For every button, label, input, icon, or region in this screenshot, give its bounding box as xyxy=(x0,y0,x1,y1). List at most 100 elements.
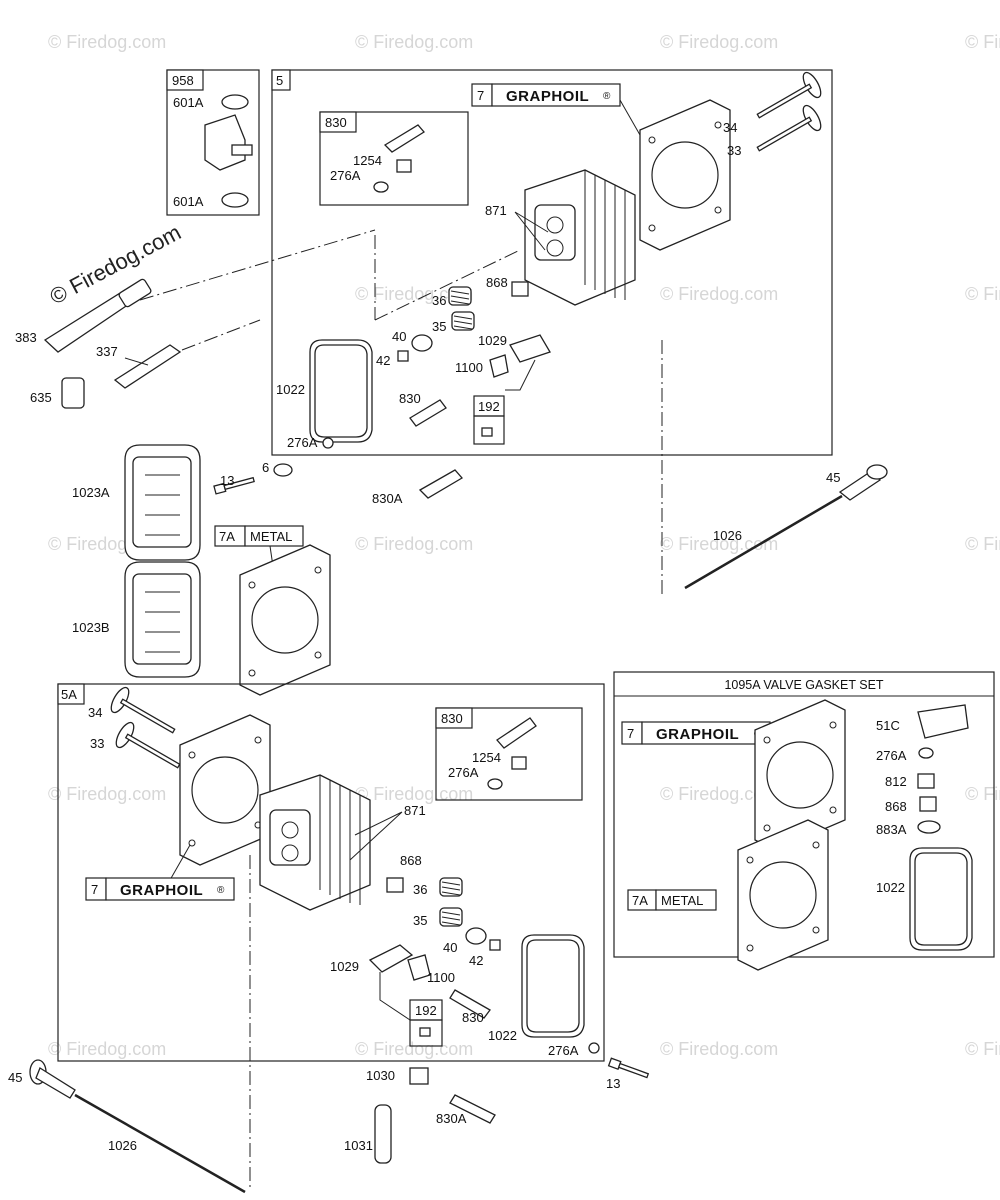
label-1030: 1030 xyxy=(366,1068,395,1083)
watermark: © Firedog.com xyxy=(965,534,1000,554)
left-loose-parts: 383 337 635 1023A 1023B 13 6 830A 7A MET… xyxy=(15,229,464,696)
rocker-arm-icon xyxy=(368,944,414,973)
label-337: 337 xyxy=(96,344,118,359)
label-13: 13 xyxy=(606,1076,620,1091)
label-6: 6 xyxy=(262,460,269,475)
box-958: 958 601A 601A xyxy=(166,69,260,216)
label-1023b: 1023B xyxy=(72,620,110,635)
valve-cover-gasket-icon xyxy=(309,339,373,443)
graphoil-num: 7 xyxy=(477,88,484,103)
group-5a: 5A 34 33 7 GRAPHOIL ® 871 830 1254 276A … xyxy=(57,683,605,1190)
valve-cover-icon xyxy=(124,444,201,561)
label-1031: 1031 xyxy=(344,1138,373,1153)
label-33: 33 xyxy=(90,736,104,751)
collet-icon xyxy=(397,350,409,362)
rocker-stud-icon xyxy=(407,954,431,981)
watermark: © Firedog.com xyxy=(48,784,166,804)
gasket-set-1095a: 1095A VALVE GASKET SET 7 GRAPHOIL ® 7A M… xyxy=(613,671,995,971)
label-35: 35 xyxy=(413,913,427,928)
label-45: 45 xyxy=(826,470,840,485)
label-1026: 1026 xyxy=(108,1138,137,1153)
pushrod-top: 45 1026 xyxy=(684,464,888,590)
breather-tube-icon xyxy=(418,469,464,499)
intake-gasket-icon xyxy=(917,704,969,739)
watermark: © Firedog.com xyxy=(355,534,473,554)
label-276a-kit: 276A xyxy=(330,168,361,183)
watermark: © Firedog.com xyxy=(48,32,166,52)
washer-icon xyxy=(918,747,934,759)
plug-icon xyxy=(396,159,412,173)
retainer-icon xyxy=(411,334,433,352)
spark-plug-boot-icon xyxy=(61,377,85,409)
breather-fitting-icon xyxy=(449,1094,496,1124)
label-36: 36 xyxy=(413,882,427,897)
box-192: 192 xyxy=(478,399,500,414)
valve-cover-gasket-icon xyxy=(521,934,585,1038)
label-830: 830 xyxy=(462,1010,484,1025)
screw-icon xyxy=(419,1027,431,1037)
spark-plug-icon xyxy=(113,344,182,389)
kit-830-num: 830 xyxy=(441,711,463,726)
svg-text:®: ® xyxy=(217,885,225,896)
valve-cover-gasket-icon xyxy=(909,847,973,951)
label-40: 40 xyxy=(443,940,457,955)
graphoil-head-gasket-icon xyxy=(639,99,731,251)
gasket-ring-icon xyxy=(917,820,941,834)
watermark: © Firedog.com xyxy=(965,784,1000,804)
label-34: 34 xyxy=(723,120,737,135)
label-42: 42 xyxy=(469,953,483,968)
watermark: © Firedog.com xyxy=(355,1039,473,1059)
label-34: 34 xyxy=(88,705,102,720)
label-383: 383 xyxy=(15,330,37,345)
metal-head-gasket-icon xyxy=(239,544,331,696)
valve-seal-icon xyxy=(386,877,404,893)
label-1029: 1029 xyxy=(478,333,507,348)
o-ring-icon xyxy=(588,1042,600,1054)
tappet-icon xyxy=(838,471,882,501)
label-830a: 830A xyxy=(436,1111,467,1126)
watermark: © Firedog.com xyxy=(48,1039,166,1059)
cylinder-head-icon xyxy=(259,774,371,911)
box-192: 192 xyxy=(415,1003,437,1018)
valve-spring-icon xyxy=(439,907,463,927)
label-13: 13 xyxy=(220,473,234,488)
hose-clamp-icon xyxy=(221,94,249,110)
label-1254: 1254 xyxy=(353,153,382,168)
label-42: 42 xyxy=(376,353,390,368)
graphoil-num: 7 xyxy=(91,882,98,897)
fuel-shutoff-valve-icon xyxy=(204,114,246,171)
breather-fitting-icon xyxy=(449,989,491,1019)
watermark: © Firedog.com xyxy=(355,32,473,52)
group-5a-id: 5A xyxy=(61,687,77,702)
label-276a: 276A xyxy=(548,1043,579,1058)
metal-gasket-num: 7A xyxy=(219,529,235,544)
label-1029: 1029 xyxy=(330,959,359,974)
screw-icon xyxy=(481,427,493,437)
label-1100: 1100 xyxy=(427,970,455,985)
label-812: 812 xyxy=(885,774,907,789)
label-871: 871 xyxy=(404,803,426,818)
o-ring-icon xyxy=(322,437,334,449)
label-601a-bottom: 601A xyxy=(173,194,204,209)
guide-plate-icon xyxy=(409,1067,429,1085)
collet-icon xyxy=(489,939,501,951)
breather-fitting-icon xyxy=(409,399,447,427)
label-276a: 276A xyxy=(876,748,907,763)
label-35: 35 xyxy=(432,319,446,334)
label-276a-kit: 276A xyxy=(448,765,479,780)
metal-gasket-num: 7A xyxy=(632,893,648,908)
watermark: © Firedog.com xyxy=(660,32,778,52)
label-276a: 276A xyxy=(287,435,318,450)
label-868: 868 xyxy=(400,853,422,868)
plug-icon xyxy=(511,756,527,770)
metal-gasket-label: METAL xyxy=(661,893,703,908)
bottom-loose-parts: 45 1026 1030 830A 1031 13 xyxy=(8,1057,650,1194)
label-1022: 1022 xyxy=(276,382,305,397)
label-1023a: 1023A xyxy=(72,485,110,500)
metal-gasket-label: METAL xyxy=(250,529,292,544)
watermark: © Firedog.com xyxy=(660,284,778,304)
graphoil-label: GRAPHOIL xyxy=(506,88,589,105)
rocker-stud-icon xyxy=(489,354,509,378)
label-33: 33 xyxy=(727,143,741,158)
